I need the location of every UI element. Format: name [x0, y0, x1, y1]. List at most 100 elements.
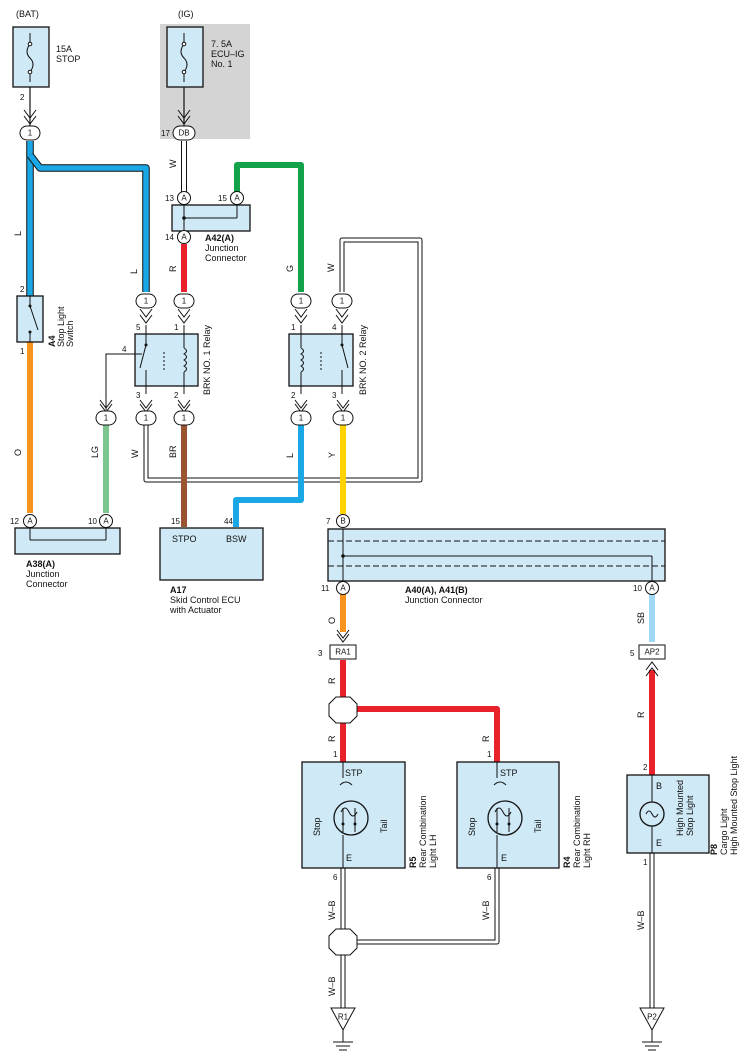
- r5-e-terminal: E: [346, 853, 352, 863]
- wire-label-br: BR: [168, 445, 178, 458]
- chevron-down-icon: [336, 399, 350, 409]
- connector-relay2-pin4: [331, 293, 353, 309]
- connector-ra1-label: RA1: [335, 648, 351, 657]
- a40-name: Junction Connector: [405, 595, 483, 605]
- chevron-down-icon: [99, 399, 113, 409]
- junction-connector-a40-a41: [327, 528, 666, 582]
- high-mounted-stop-light: [626, 774, 710, 854]
- stop-light-switch: [16, 295, 44, 343]
- a4-name-line1: Stop Light: [56, 306, 66, 347]
- chevron-up-icon: [645, 661, 659, 671]
- connector-db-pin: 17: [161, 129, 170, 138]
- wire-lg-relay-link: [105, 353, 135, 410]
- chevron-down-icon: [177, 109, 191, 119]
- connector-ap2-pin: 5: [630, 649, 635, 658]
- wire-label-r-rh: R: [481, 735, 491, 742]
- relay-connectors-top: [139, 308, 349, 324]
- chevron-down-icon: [335, 308, 349, 318]
- a42-pin13-connector: [177, 191, 191, 205]
- a17-stpo-terminal: STPO: [172, 534, 197, 544]
- a41-pin7-connector: [336, 514, 350, 528]
- a40-pin11-connector: [336, 581, 350, 595]
- wire-label-l-main: L: [13, 231, 23, 236]
- connector-relay2-pin1-label: 1: [299, 297, 304, 306]
- connector-relay2-pin2-out: [290, 410, 312, 426]
- a40-pin10-letter: A: [649, 584, 655, 593]
- a17-bsw-terminal: BSW: [226, 534, 247, 544]
- wire-label-wb-lh: W–B: [327, 900, 337, 920]
- wire-label-w-relay: W: [130, 449, 140, 458]
- connector-relay1-pin2-out: [173, 410, 195, 426]
- fuse-stop-rating: 15A: [56, 44, 72, 54]
- a40-pin10-connector: [645, 581, 659, 595]
- r4-pin1-label: 1: [487, 750, 492, 759]
- a42-pin13-label: 13: [165, 194, 174, 203]
- wire-label-w-loop: W: [326, 263, 336, 272]
- ground-r1: [330, 1007, 356, 1051]
- chevron-down-icon: [139, 308, 153, 318]
- connector-relay1-pin3-out: [135, 410, 157, 426]
- splice-point-lower: [328, 928, 358, 956]
- a42-name-line2: Connector: [205, 253, 247, 263]
- p8-name-line1: Cargo Light: [719, 808, 729, 855]
- chevron-down-icon: [294, 314, 308, 324]
- r4-name-line2: Light RH: [582, 833, 592, 868]
- r4-tail-label: Tail: [533, 819, 543, 833]
- relay2-name: BRK NO. 2 Relay: [358, 324, 368, 395]
- a38-pin12-label: 12: [10, 517, 19, 526]
- bat-source-label: (BAT): [16, 9, 39, 19]
- wire-label-wb-hmsl: W–B: [636, 910, 646, 930]
- junction-connector-a38: [14, 527, 121, 555]
- a42-pin15-label: 15: [218, 194, 227, 203]
- r4-ref: R4: [562, 856, 572, 868]
- a38-pin12-letter: A: [27, 517, 33, 526]
- splice-point-upper: [328, 696, 358, 724]
- fuse-stop-name: STOP: [56, 54, 80, 64]
- p8-pin1-label: 1: [643, 858, 648, 867]
- r4-pin6-label: 6: [487, 873, 492, 882]
- relay2-pin3-label: 3: [332, 391, 337, 400]
- a38-ref: A38(A): [26, 559, 55, 569]
- fuse-ecu-ig-rating: 7. 5A: [211, 39, 232, 49]
- a17-ref: A17: [170, 585, 187, 595]
- r5-name-line2: Light LH: [428, 834, 438, 868]
- a41-pin7-label: 7: [326, 517, 331, 526]
- wire-l-branch: [27, 153, 149, 292]
- connector-ra1-pin: 3: [318, 649, 323, 658]
- a42-pin14-label: 14: [165, 233, 174, 242]
- chevron-down-icon: [294, 399, 308, 409]
- a40-pin10-label: 10: [633, 584, 642, 593]
- wire-label-o-switch: O: [13, 449, 23, 456]
- a4-pin2-label: 2: [20, 285, 25, 294]
- relay-brk-no2: [288, 325, 354, 394]
- a42-ref: A42(A): [205, 233, 234, 243]
- a42-pin15-letter: A: [234, 194, 240, 203]
- chevron-down-icon: [139, 314, 153, 324]
- connector-relay1-pin2-out-label: 1: [182, 414, 187, 423]
- chevron-down-icon: [336, 629, 350, 639]
- a42-name-line1: Junction: [205, 243, 239, 253]
- connector-relay2-pin3-out: [332, 410, 354, 426]
- relay2-pin2-label: 2: [291, 391, 296, 400]
- wire-label-r-lh: R: [327, 735, 337, 742]
- ground-p2-label: P2: [647, 1013, 657, 1022]
- relay1-pin4-label: 4: [122, 345, 127, 354]
- connector-ra1: [329, 644, 357, 660]
- wire-label-wb-ground: W–B: [327, 976, 337, 996]
- p8-b-terminal: B: [656, 781, 662, 791]
- p8-lamp-line2: Stop Light: [685, 795, 695, 836]
- a17-pin44-label: 44: [224, 517, 233, 526]
- p8-lamp-line1: High Mounted: [675, 780, 685, 836]
- r5-stp-terminal: STP: [345, 768, 363, 778]
- connector-relay1-pin1-label: 1: [182, 297, 187, 306]
- wire-g: [234, 162, 304, 292]
- a41-pin7-letter: B: [340, 517, 345, 526]
- r5-pin1-label: 1: [333, 750, 338, 759]
- a4-pin1-label: 1: [20, 347, 25, 356]
- connector-db: [172, 125, 196, 141]
- chevron-down-icon: [177, 115, 191, 125]
- r4-stop-label: Stop: [467, 817, 477, 836]
- ig-source-label: (IG): [178, 9, 194, 19]
- r4-stp-terminal: STP: [500, 768, 518, 778]
